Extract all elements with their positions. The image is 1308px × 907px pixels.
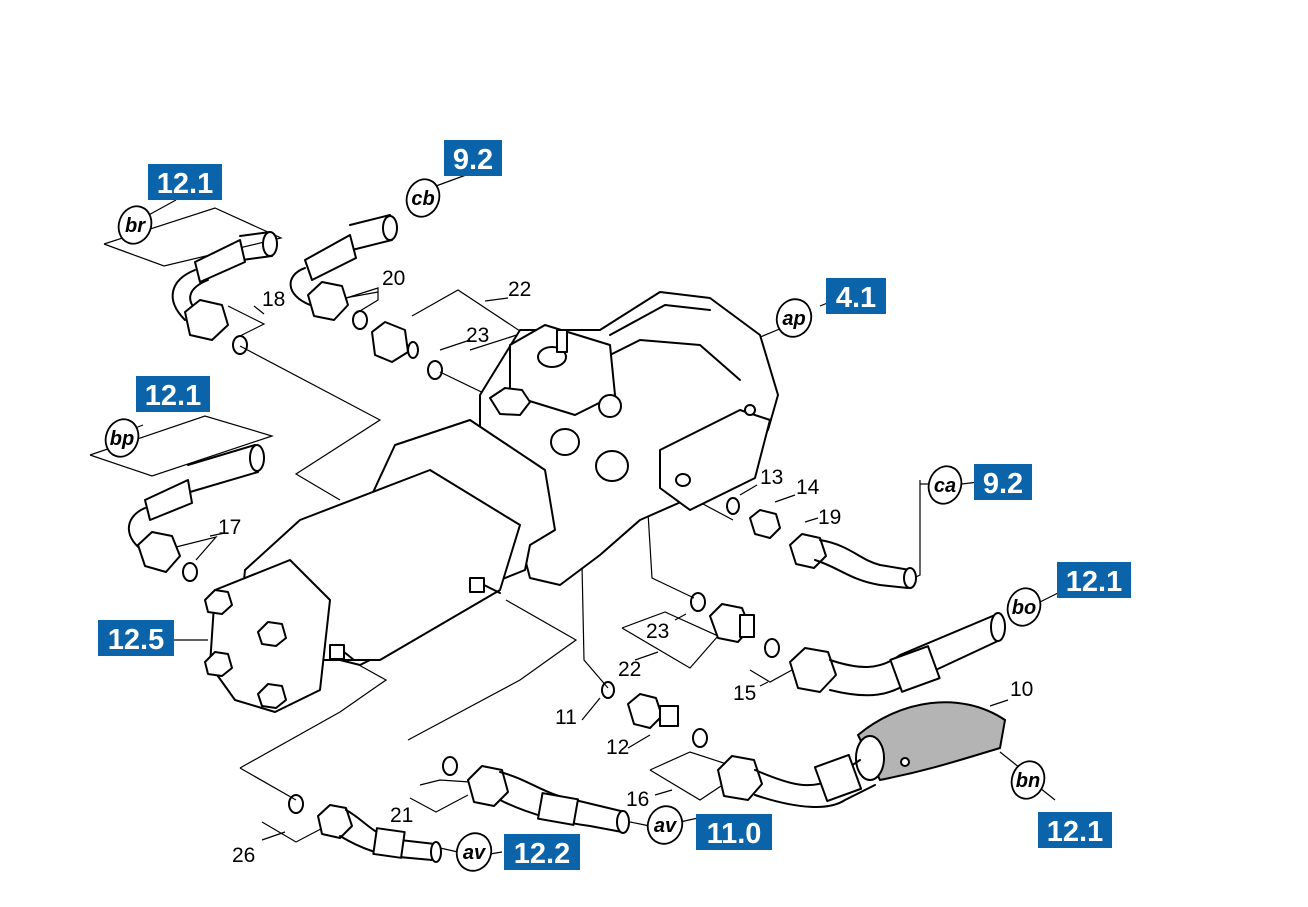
hose-av-right xyxy=(467,765,630,834)
part-number-12: 12 xyxy=(606,736,629,759)
part-number-23: 23 xyxy=(466,324,489,347)
section-reference-badges: 12.1 9.2 4.1 12.1 9.2 12.1 12.5 12.1 xyxy=(98,140,1131,870)
svg-text:av: av xyxy=(463,842,487,864)
svg-text:9.2: 9.2 xyxy=(983,468,1023,500)
hose-bn xyxy=(717,753,876,808)
part-numbers: 18 20 22 23 17 13 14 19 23 22 15 10 11 1… xyxy=(218,267,1033,867)
part-number-23: 23 xyxy=(646,620,669,643)
hose-br xyxy=(171,231,278,341)
part-number-16: 16 xyxy=(626,788,649,811)
nipple-12 xyxy=(627,693,679,729)
svg-text:cb: cb xyxy=(411,188,434,210)
svg-text:12.1: 12.1 xyxy=(1066,566,1122,598)
svg-text:bo: bo xyxy=(1012,597,1036,619)
section-badge-bp[interactable]: 12.1 xyxy=(136,376,210,412)
svg-text:bn: bn xyxy=(1016,770,1040,792)
svg-text:12.2: 12.2 xyxy=(514,838,570,870)
section-badge-av-right[interactable]: 11.0 xyxy=(696,814,772,850)
section-badge-bn[interactable]: 12.1 xyxy=(1038,812,1112,848)
tag-av-right[interactable]: av xyxy=(643,801,688,848)
section-badge-ap[interactable]: 4.1 xyxy=(826,278,886,314)
part-number-26: 26 xyxy=(232,844,255,867)
part-number-17: 17 xyxy=(218,516,241,539)
tag-bp[interactable]: bp xyxy=(100,415,143,462)
connection-tags: br cb ap bp ca bo bn av xyxy=(100,175,1049,875)
svg-text:bp: bp xyxy=(110,428,134,450)
part-number-18: 18 xyxy=(262,288,285,311)
part-number-11: 11 xyxy=(555,706,577,729)
tag-av-left[interactable]: av xyxy=(452,828,497,875)
svg-text:4.1: 4.1 xyxy=(836,282,876,314)
part-number-15: 15 xyxy=(733,682,756,705)
part-number-10: 10 xyxy=(1010,678,1033,701)
part-number-20: 20 xyxy=(382,267,405,290)
svg-text:12.1: 12.1 xyxy=(157,168,213,200)
tag-bn[interactable]: bn xyxy=(1006,757,1049,804)
svg-text:br: br xyxy=(125,215,146,237)
section-badge-cb[interactable]: 9.2 xyxy=(444,140,502,176)
tag-ap[interactable]: ap xyxy=(772,294,817,341)
section-badge-pump[interactable]: 12.5 xyxy=(98,620,174,656)
svg-text:av: av xyxy=(654,815,678,837)
nipple-22-top xyxy=(371,321,419,363)
tag-bo[interactable]: bo xyxy=(1002,584,1045,631)
hose-ca xyxy=(789,533,917,589)
svg-text:ap: ap xyxy=(782,308,805,330)
section-badge-bo[interactable]: 12.1 xyxy=(1057,562,1131,598)
sleeve-10 xyxy=(855,701,1007,782)
hose-av-left xyxy=(317,804,442,863)
svg-text:12.1: 12.1 xyxy=(1047,816,1103,848)
part-number-13: 13 xyxy=(760,466,783,489)
svg-text:11.0: 11.0 xyxy=(707,818,762,850)
o-rings xyxy=(182,310,780,814)
svg-text:12.1: 12.1 xyxy=(145,380,201,412)
part-number-19: 19 xyxy=(818,506,841,529)
tag-ca[interactable]: ca xyxy=(923,462,966,509)
hose-bp xyxy=(127,444,265,573)
part-number-14: 14 xyxy=(796,476,820,499)
svg-text:9.2: 9.2 xyxy=(453,144,493,176)
part-number-22: 22 xyxy=(508,278,531,301)
svg-text:12.5: 12.5 xyxy=(108,624,164,656)
nipple-22-mid xyxy=(709,603,755,643)
part-number-22: 22 xyxy=(618,658,641,681)
part-number-21: 21 xyxy=(390,804,413,827)
hose-cb xyxy=(289,214,398,321)
tag-cb[interactable]: cb xyxy=(401,175,444,222)
hose-bo xyxy=(789,612,1006,697)
svg-text:ca: ca xyxy=(934,475,956,497)
tag-br[interactable]: br xyxy=(113,202,156,249)
section-badge-ca[interactable]: 9.2 xyxy=(974,464,1032,500)
hydraulic-pump-assembly xyxy=(204,291,779,713)
section-badge-av-left[interactable]: 12.2 xyxy=(504,834,580,870)
fitting-14 xyxy=(749,509,781,539)
section-badge-br[interactable]: 12.1 xyxy=(148,164,222,200)
